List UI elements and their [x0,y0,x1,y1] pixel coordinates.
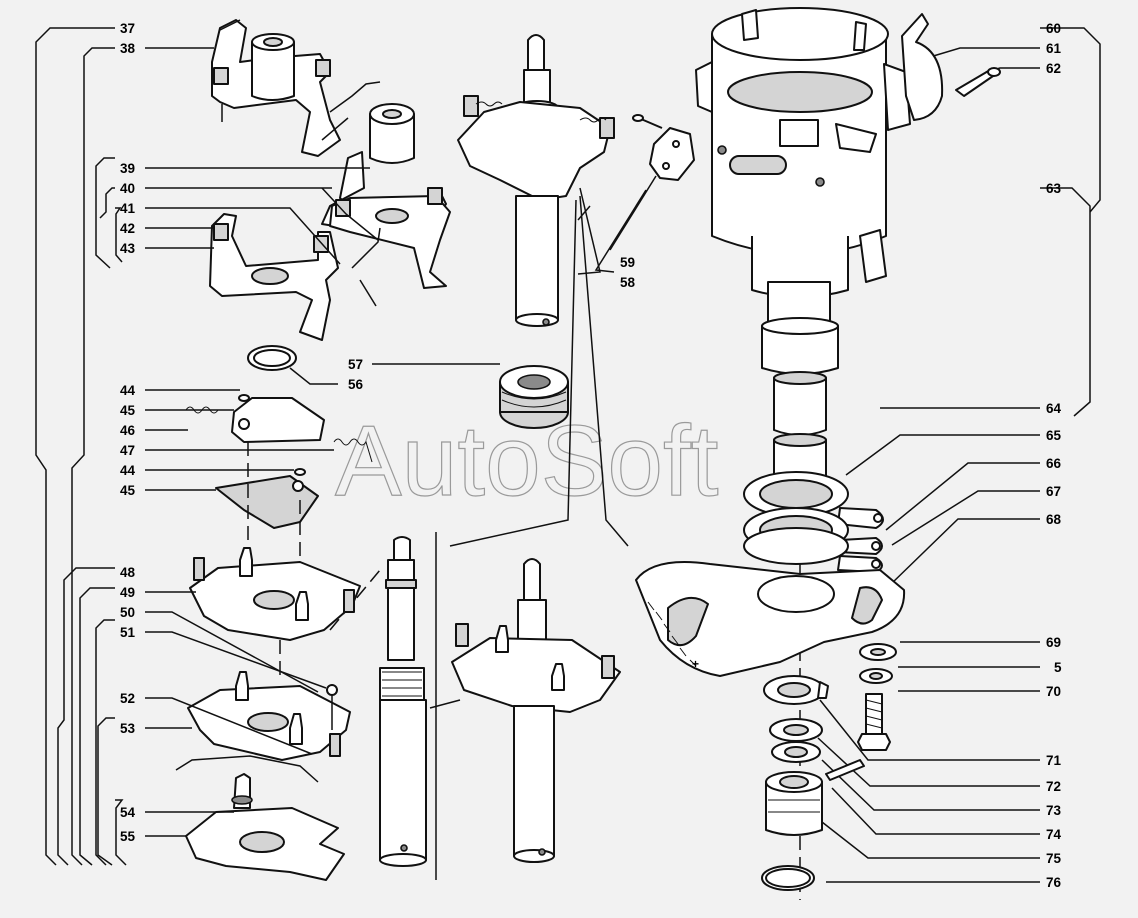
label-70: 70 [1046,684,1061,699]
advance-weight-assembly-top [211,19,341,157]
cap-plate-59 [594,114,695,273]
guide-bracket-mid [175,755,319,783]
label-71: 71 [1046,753,1062,768]
label-56: 56 [348,377,364,392]
adjustment-plate-68: + [635,561,906,677]
label-49: 49 [120,585,135,600]
advance-weight-45-lower [215,468,319,529]
label-62: 62 [1046,61,1061,76]
breaker-plate-53 [187,671,351,761]
label-64: 64 [1046,401,1062,416]
collar-71 [763,675,829,705]
label-68: 68 [1046,512,1062,527]
label-59: 59 [620,255,635,270]
label-67: 67 [1046,484,1061,499]
label-75: 75 [1046,851,1062,866]
label-47: 47 [120,443,135,458]
lock-washer-5 [859,668,893,684]
label-46: 46 [120,423,136,438]
label-63: 63 [1046,181,1062,196]
label-42: 42 [120,221,135,236]
advance-weight-upper [321,103,451,289]
shaft-assembly-bottom-center [451,558,621,863]
label-45a: 45 [120,403,136,418]
shaft-assembly-top-center [457,34,615,327]
label-76: 76 [1046,875,1062,890]
washer-69 [859,643,897,661]
label-72: 72 [1046,779,1061,794]
label-60: 60 [1046,21,1061,36]
label-45b: 45 [120,483,136,498]
label-44b: 44 [120,463,136,478]
bearing-57 [499,365,569,429]
label-38: 38 [120,41,136,56]
label-55: 55 [120,829,136,844]
label-57: 57 [348,357,363,372]
distributor-shaft-left [379,536,427,867]
callout-labels: 37 38 39 40 41 42 43 44 45 46 47 44 45 4… [120,21,1062,890]
label-66: 66 [1046,456,1062,471]
label-65: 65 [1046,428,1062,443]
label-54: 54 [120,805,136,820]
washer-72 [769,718,823,742]
label-5: 5 [1054,660,1062,675]
guide-lines-upper [321,81,381,307]
bolt-70 [857,693,891,751]
svg-text:+: + [692,657,699,671]
snap-ring-76 [761,865,815,891]
label-50: 50 [120,605,135,620]
label-37: 37 [120,21,135,36]
label-39: 39 [120,161,135,176]
label-48: 48 [120,565,136,580]
label-58: 58 [620,275,636,290]
label-51: 51 [120,625,136,640]
advance-weight-45-upper [185,394,373,463]
pin-74 [825,759,865,781]
label-43: 43 [120,241,136,256]
label-53: 53 [120,721,136,736]
advance-weight-plate-41 [209,213,339,341]
distributor-housing-63 [695,7,911,900]
label-40: 40 [120,181,135,196]
drive-gear-75 [765,771,823,836]
right-bracket-lines [817,27,1101,883]
breaker-plate-55 [185,773,345,881]
guide-lines-center [429,187,629,880]
label-61: 61 [1046,41,1062,56]
washer-73 [771,741,821,763]
label-44a: 44 [120,383,136,398]
rotor-arm-61 [901,13,1001,121]
label-41: 41 [120,201,136,216]
breaker-plate-49 [189,547,361,641]
label-69: 69 [1046,635,1061,650]
seal-ring-56 [247,345,297,371]
vacuum-ring-65 [743,471,884,529]
label-74: 74 [1046,827,1062,842]
left-leader-lines [145,47,500,837]
left-bracket-lines [35,27,127,866]
label-52: 52 [120,691,135,706]
label-73: 73 [1046,803,1062,818]
